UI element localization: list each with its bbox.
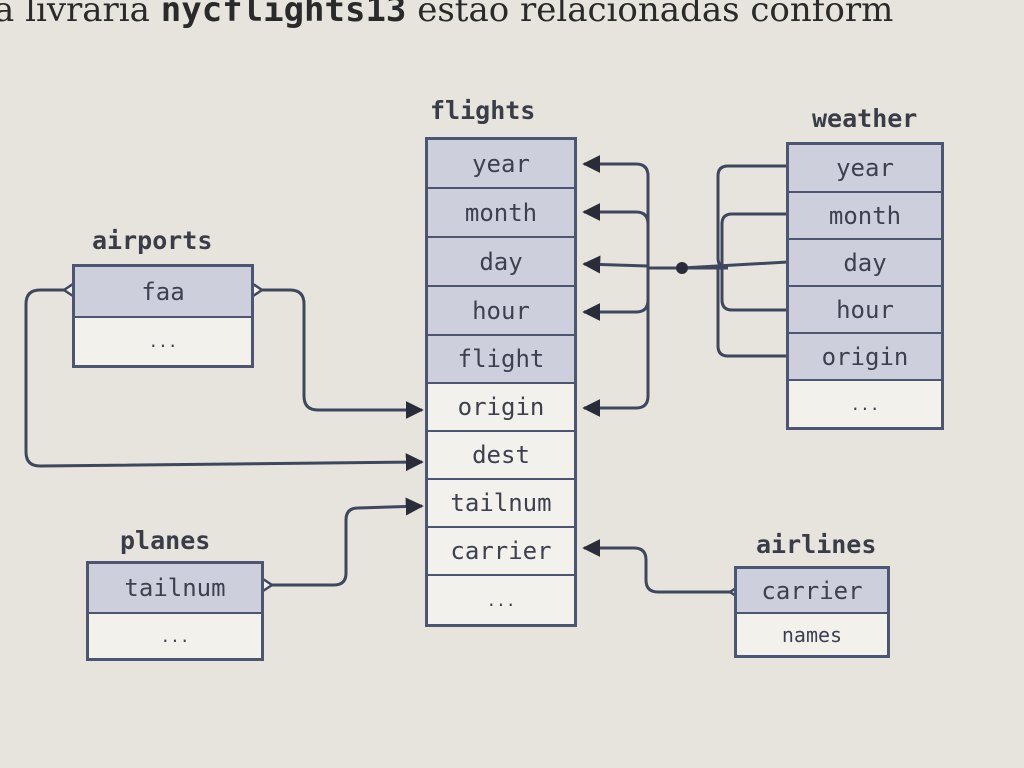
- flights-field-tailnum: tailnum: [428, 480, 574, 528]
- airlines-field-names: names: [737, 614, 887, 655]
- connector-airports-origin: [258, 288, 424, 419]
- weather-join-dot: [676, 262, 688, 274]
- connector-weather-year: [682, 164, 788, 270]
- connector-planes-tailnum: [268, 497, 424, 587]
- page-text-line: a livraria nycflights13 estão relacionad…: [0, 0, 1024, 30]
- connector-flights-hour: [582, 299, 650, 321]
- flights-field-month: month: [428, 189, 574, 238]
- planes-field-more: ...: [89, 614, 261, 658]
- connector-weather-day: [681, 260, 789, 270]
- connector-flights-day: [582, 255, 649, 274]
- package-name: nycflights13: [160, 0, 407, 30]
- connector-flights-month: [582, 203, 650, 225]
- airports-field-faa: faa: [75, 267, 251, 318]
- weather-table-title: weather: [812, 104, 918, 133]
- airlines-field-carrier: carrier: [737, 569, 887, 614]
- planes-table-title: planes: [120, 526, 211, 555]
- connector-airports-dest: [24, 288, 424, 472]
- connector-flights-year: [582, 155, 650, 268]
- page-text-before: a livraria: [0, 0, 161, 30]
- page-text-after: estão relacionadas conform: [406, 0, 894, 30]
- flights-table: year month day hour flight origin dest t…: [425, 137, 577, 627]
- airlines-table: carrier names: [734, 566, 890, 658]
- weather-field-day: day: [789, 240, 941, 287]
- flights-field-origin: origin: [428, 384, 574, 432]
- weather-field-hour: hour: [789, 287, 941, 334]
- weather-field-year: year: [789, 145, 941, 193]
- connector-weather-month: [720, 212, 788, 268]
- airports-field-more: ...: [75, 318, 251, 365]
- flights-field-dest: dest: [428, 432, 574, 480]
- planes-field-tailnum: tailnum: [89, 564, 261, 614]
- connector-weather-hour: [720, 268, 788, 312]
- airlines-table-title: airlines: [756, 530, 877, 559]
- weather-table: year month day hour origin ...: [786, 142, 944, 430]
- weather-field-more: ...: [789, 381, 941, 427]
- weather-field-month: month: [789, 193, 941, 240]
- airports-table: faa ...: [72, 264, 254, 368]
- flights-field-carrier: carrier: [428, 528, 574, 576]
- connector-weather-origin: [716, 268, 788, 358]
- flights-table-title: flights: [430, 96, 536, 125]
- flights-field-flight: flight: [428, 336, 574, 384]
- flights-field-day: day: [428, 238, 574, 287]
- flights-field-year: year: [428, 140, 574, 189]
- flights-field-more: ...: [428, 576, 574, 624]
- connector-flights-origin-weather: [582, 268, 650, 417]
- planes-table: tailnum ...: [86, 561, 264, 661]
- airports-table-title: airports: [92, 226, 213, 255]
- flights-field-hour: hour: [428, 287, 574, 336]
- weather-field-origin: origin: [789, 334, 941, 381]
- connector-airlines-carrier: [582, 539, 730, 594]
